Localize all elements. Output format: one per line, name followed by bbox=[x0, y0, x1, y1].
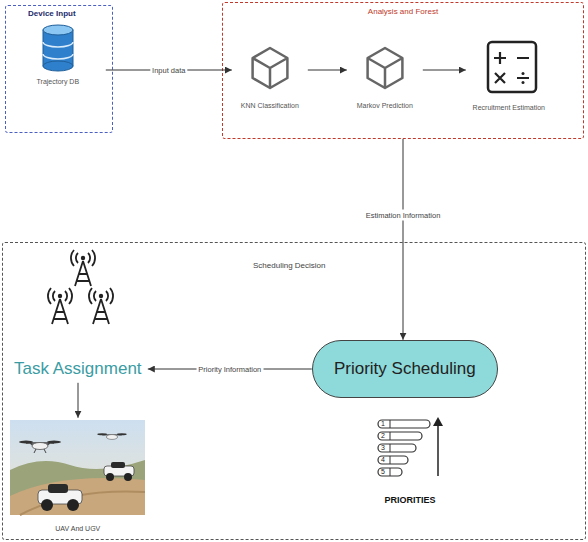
database-icon bbox=[43, 25, 73, 71]
calculator-dot bbox=[522, 72, 525, 75]
priority-number: 4 bbox=[381, 456, 385, 464]
priority-icon bbox=[378, 417, 443, 476]
priority-arrow-head bbox=[433, 417, 443, 426]
node-text: Device Input bbox=[28, 9, 76, 18]
priority-bar bbox=[378, 432, 422, 440]
vehicle-wheel bbox=[106, 473, 114, 481]
calculator-frame bbox=[488, 42, 536, 92]
process-pill: Priority Scheduling bbox=[312, 340, 498, 398]
drone bbox=[97, 433, 126, 439]
dirt-road bbox=[10, 478, 145, 515]
database-node: Trajectory DB bbox=[10, 22, 106, 88]
sky bbox=[10, 420, 145, 515]
antenna-dot bbox=[99, 294, 103, 298]
ground-vehicle bbox=[104, 462, 134, 481]
group-box: Scheduling DecisionTask Assignment Priori… bbox=[2, 242, 586, 540]
drone-rotor bbox=[97, 433, 107, 435]
calculator-symbols bbox=[494, 52, 529, 83]
vehicle-illustration bbox=[10, 420, 145, 515]
antenna-symbol bbox=[89, 288, 113, 324]
arrow-connector bbox=[423, 70, 466, 71]
edge-label: Input data bbox=[150, 65, 187, 76]
node-text: Markov Prediction bbox=[347, 102, 423, 109]
antenna-dot bbox=[58, 294, 62, 298]
database-rings bbox=[43, 42, 73, 59]
process-node: KNN Classification bbox=[232, 44, 308, 112]
database-bottom bbox=[43, 61, 73, 71]
node-text: Priority Scheduling bbox=[334, 359, 476, 379]
arrow-connector bbox=[308, 70, 347, 71]
calculator-dot bbox=[522, 81, 525, 84]
node-text: UAV And UGV bbox=[8, 525, 148, 532]
cube-icon bbox=[253, 48, 288, 88]
edge-label: Priority Information bbox=[196, 364, 263, 375]
node-text: Task Assignment bbox=[14, 359, 142, 379]
calculator-icon bbox=[488, 42, 536, 92]
priority-bar bbox=[378, 420, 430, 428]
priority-number: 2 bbox=[381, 432, 385, 440]
antenna-symbol bbox=[48, 288, 72, 324]
antenna-lines bbox=[48, 288, 72, 324]
group-box: Device InputTrajectory DB bbox=[5, 5, 113, 133]
antenna-lines bbox=[71, 250, 95, 286]
priority-dividers bbox=[390, 420, 391, 476]
priority-caption: PRIORITIES bbox=[384, 494, 435, 506]
ground-vehicle bbox=[38, 484, 82, 511]
antenna-lines bbox=[89, 288, 113, 324]
drone-body bbox=[32, 443, 48, 450]
drone-body bbox=[106, 435, 117, 440]
hills bbox=[10, 460, 145, 515]
vehicle-cabin bbox=[48, 484, 68, 493]
arrow-connector bbox=[403, 139, 404, 340]
edge-label: Estimation Information bbox=[364, 210, 443, 221]
node-text: Analysis and Forest bbox=[223, 7, 583, 16]
priority-bar bbox=[378, 456, 408, 464]
image-node: UAV And UGV bbox=[8, 418, 148, 532]
priority-number: 5 bbox=[381, 468, 385, 476]
drone bbox=[19, 441, 61, 454]
task-label-node: Task Assignment bbox=[8, 355, 148, 383]
priority-bar bbox=[378, 444, 416, 452]
drone-legs bbox=[34, 449, 46, 453]
antenna-symbol bbox=[71, 250, 95, 286]
drone-rotor bbox=[117, 433, 127, 435]
priority-arrow-shaft bbox=[437, 424, 439, 476]
priority-number: 3 bbox=[381, 444, 385, 452]
node-text: Trajectory DB bbox=[10, 78, 106, 85]
group-box: Analysis and ForestKNN Classification Mar… bbox=[222, 2, 584, 139]
database-top bbox=[43, 25, 73, 35]
antenna-dot bbox=[81, 256, 85, 260]
drone-rotor bbox=[19, 441, 33, 444]
vehicle-wheel bbox=[124, 473, 132, 481]
node-text: KNN Classification bbox=[232, 102, 308, 109]
process-node: Markov Prediction bbox=[347, 44, 423, 112]
arrow-connector bbox=[78, 383, 79, 418]
vehicle-wheel bbox=[41, 499, 53, 511]
vehicle-wheel bbox=[67, 499, 79, 511]
cube-icon bbox=[368, 48, 403, 88]
process-node: Recruitment Estimation bbox=[466, 38, 552, 114]
drone-rotor bbox=[47, 441, 61, 444]
priority-number: 1 bbox=[381, 420, 385, 428]
node-text: Scheduling Decision bbox=[253, 261, 326, 270]
vehicle-cabin bbox=[111, 462, 125, 468]
node-text: Recruitment Estimation bbox=[466, 104, 552, 111]
